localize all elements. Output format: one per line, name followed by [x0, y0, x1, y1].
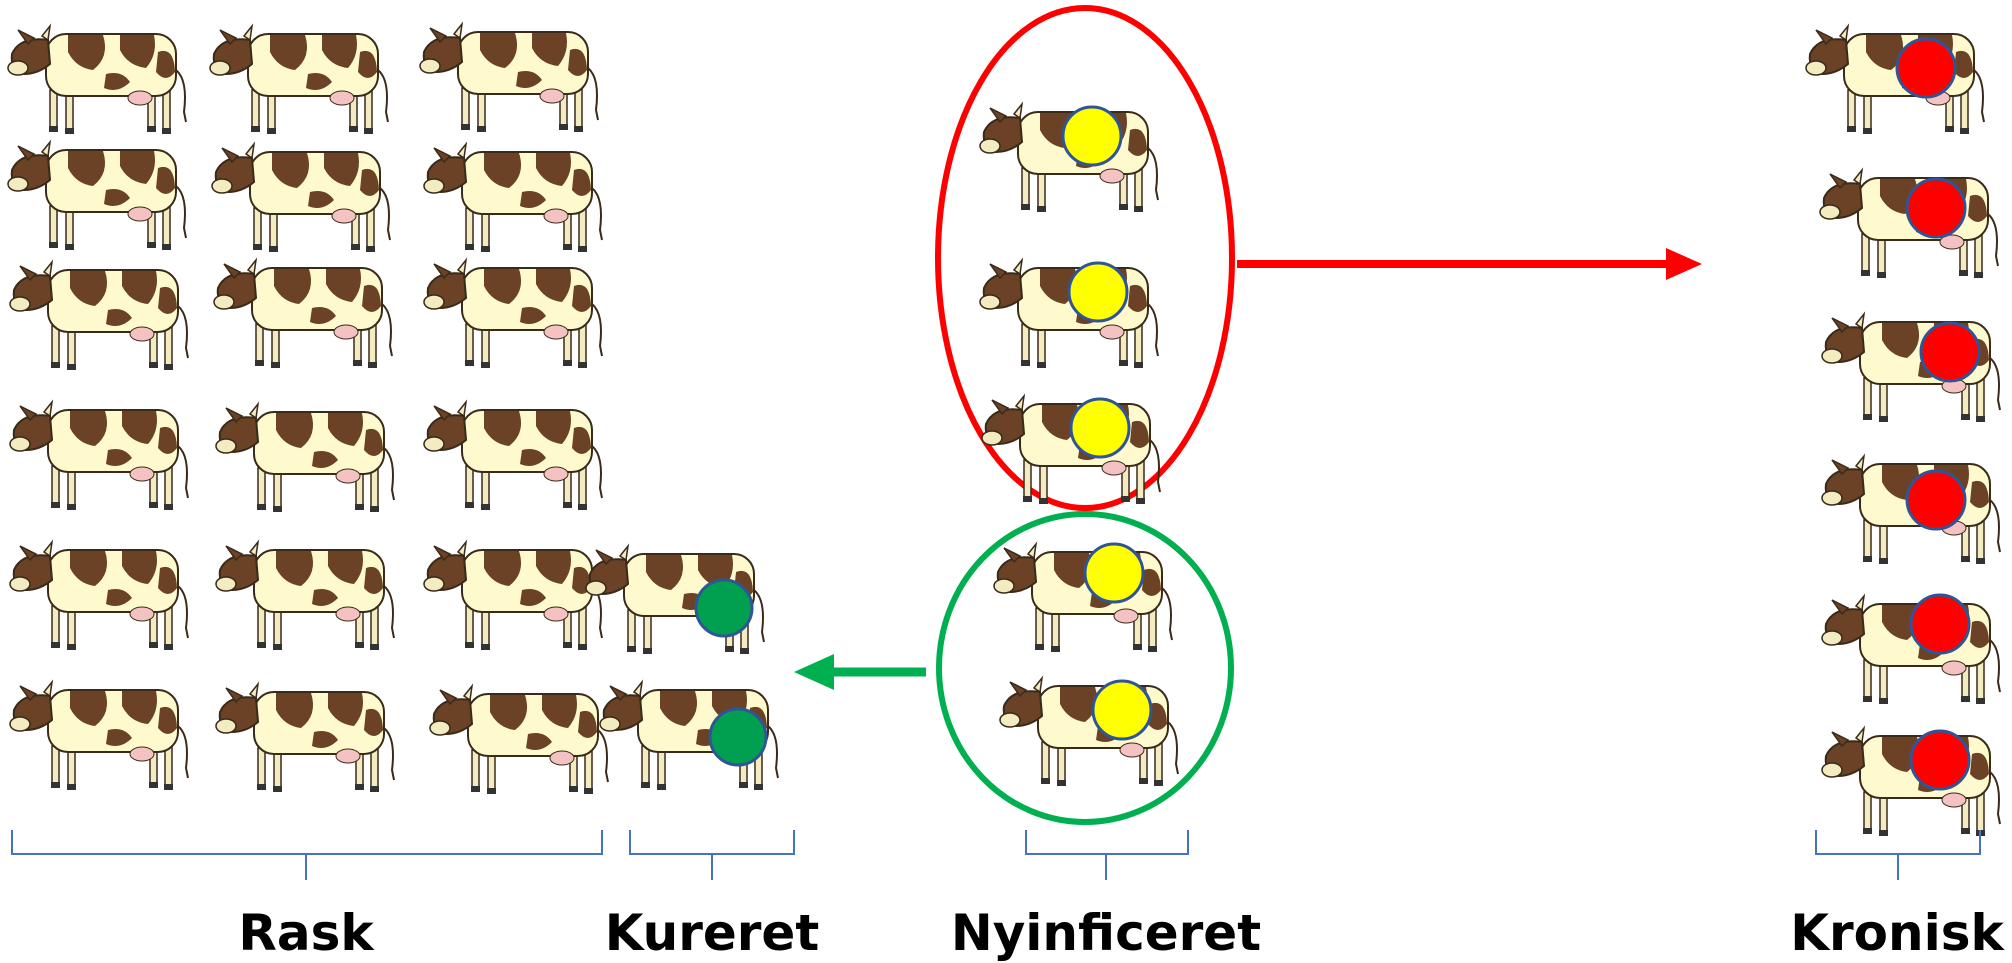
cow-icon — [209, 25, 389, 135]
kronisk-label: Kronisk — [1790, 904, 2004, 962]
cow-icon — [9, 401, 189, 511]
cow-icon — [7, 141, 187, 251]
kureret-label: Kureret — [604, 904, 820, 962]
kronisk-brace — [1815, 830, 1981, 880]
status-dot-icon — [694, 578, 754, 638]
cow-icon — [981, 395, 1161, 505]
arrow-to-kureret — [794, 654, 926, 690]
cow-icon — [1821, 595, 2001, 705]
cow-icon — [419, 23, 599, 133]
status-dot-icon — [1895, 37, 1957, 99]
cow-icon — [7, 25, 187, 135]
status-dot-icon — [1061, 105, 1123, 167]
kureret-cows — [585, 545, 779, 791]
nyinficeret-brace — [1025, 830, 1189, 880]
cow-icon — [215, 541, 395, 651]
cow-icon — [423, 401, 603, 511]
arrow-to-kronisk — [1237, 248, 1702, 280]
cow-icon — [999, 677, 1179, 787]
rask-herd — [7, 23, 609, 795]
rask-brace — [11, 830, 603, 880]
status-dot-icon — [708, 707, 768, 767]
cow-icon — [213, 259, 393, 369]
nyinficeret-red-group — [979, 103, 1161, 505]
cow-icon — [9, 681, 189, 791]
status-dot-icon — [1909, 593, 1971, 655]
cow-icon — [423, 541, 603, 651]
cow-icon — [979, 259, 1159, 369]
cow-icon — [9, 261, 189, 371]
status-dot-icon — [1091, 679, 1153, 741]
cow-icon — [993, 543, 1173, 653]
nyinficeret-green-group — [993, 542, 1179, 787]
cow-icon — [215, 403, 395, 513]
status-dot-icon — [1905, 469, 1967, 531]
cure-bound-circle — [936, 511, 1234, 825]
cow-icon — [429, 685, 609, 795]
chronic-bound-ellipse — [935, 5, 1235, 511]
group-braces — [11, 830, 1981, 880]
cow-icon — [1805, 25, 1985, 135]
cow-icon — [1821, 727, 2001, 837]
cow-icon — [423, 143, 603, 253]
status-dot-icon — [1069, 397, 1131, 459]
status-dot-icon — [1919, 321, 1981, 383]
status-dot-icon — [1067, 261, 1129, 323]
status-dot-icon — [1909, 729, 1971, 791]
cow-icon — [215, 683, 395, 793]
cow-icon — [211, 143, 391, 253]
cow-icon — [9, 541, 189, 651]
kronisk-cows — [1805, 25, 2001, 837]
kureret-brace — [629, 830, 795, 880]
nyinficeret-label: Nyinficeret — [950, 904, 1262, 962]
status-dot-icon — [1905, 177, 1967, 239]
cow-icon — [423, 259, 603, 369]
cow-icon — [1819, 169, 1999, 279]
rask-label: Rask — [238, 904, 374, 962]
status-dot-icon — [1083, 542, 1145, 604]
